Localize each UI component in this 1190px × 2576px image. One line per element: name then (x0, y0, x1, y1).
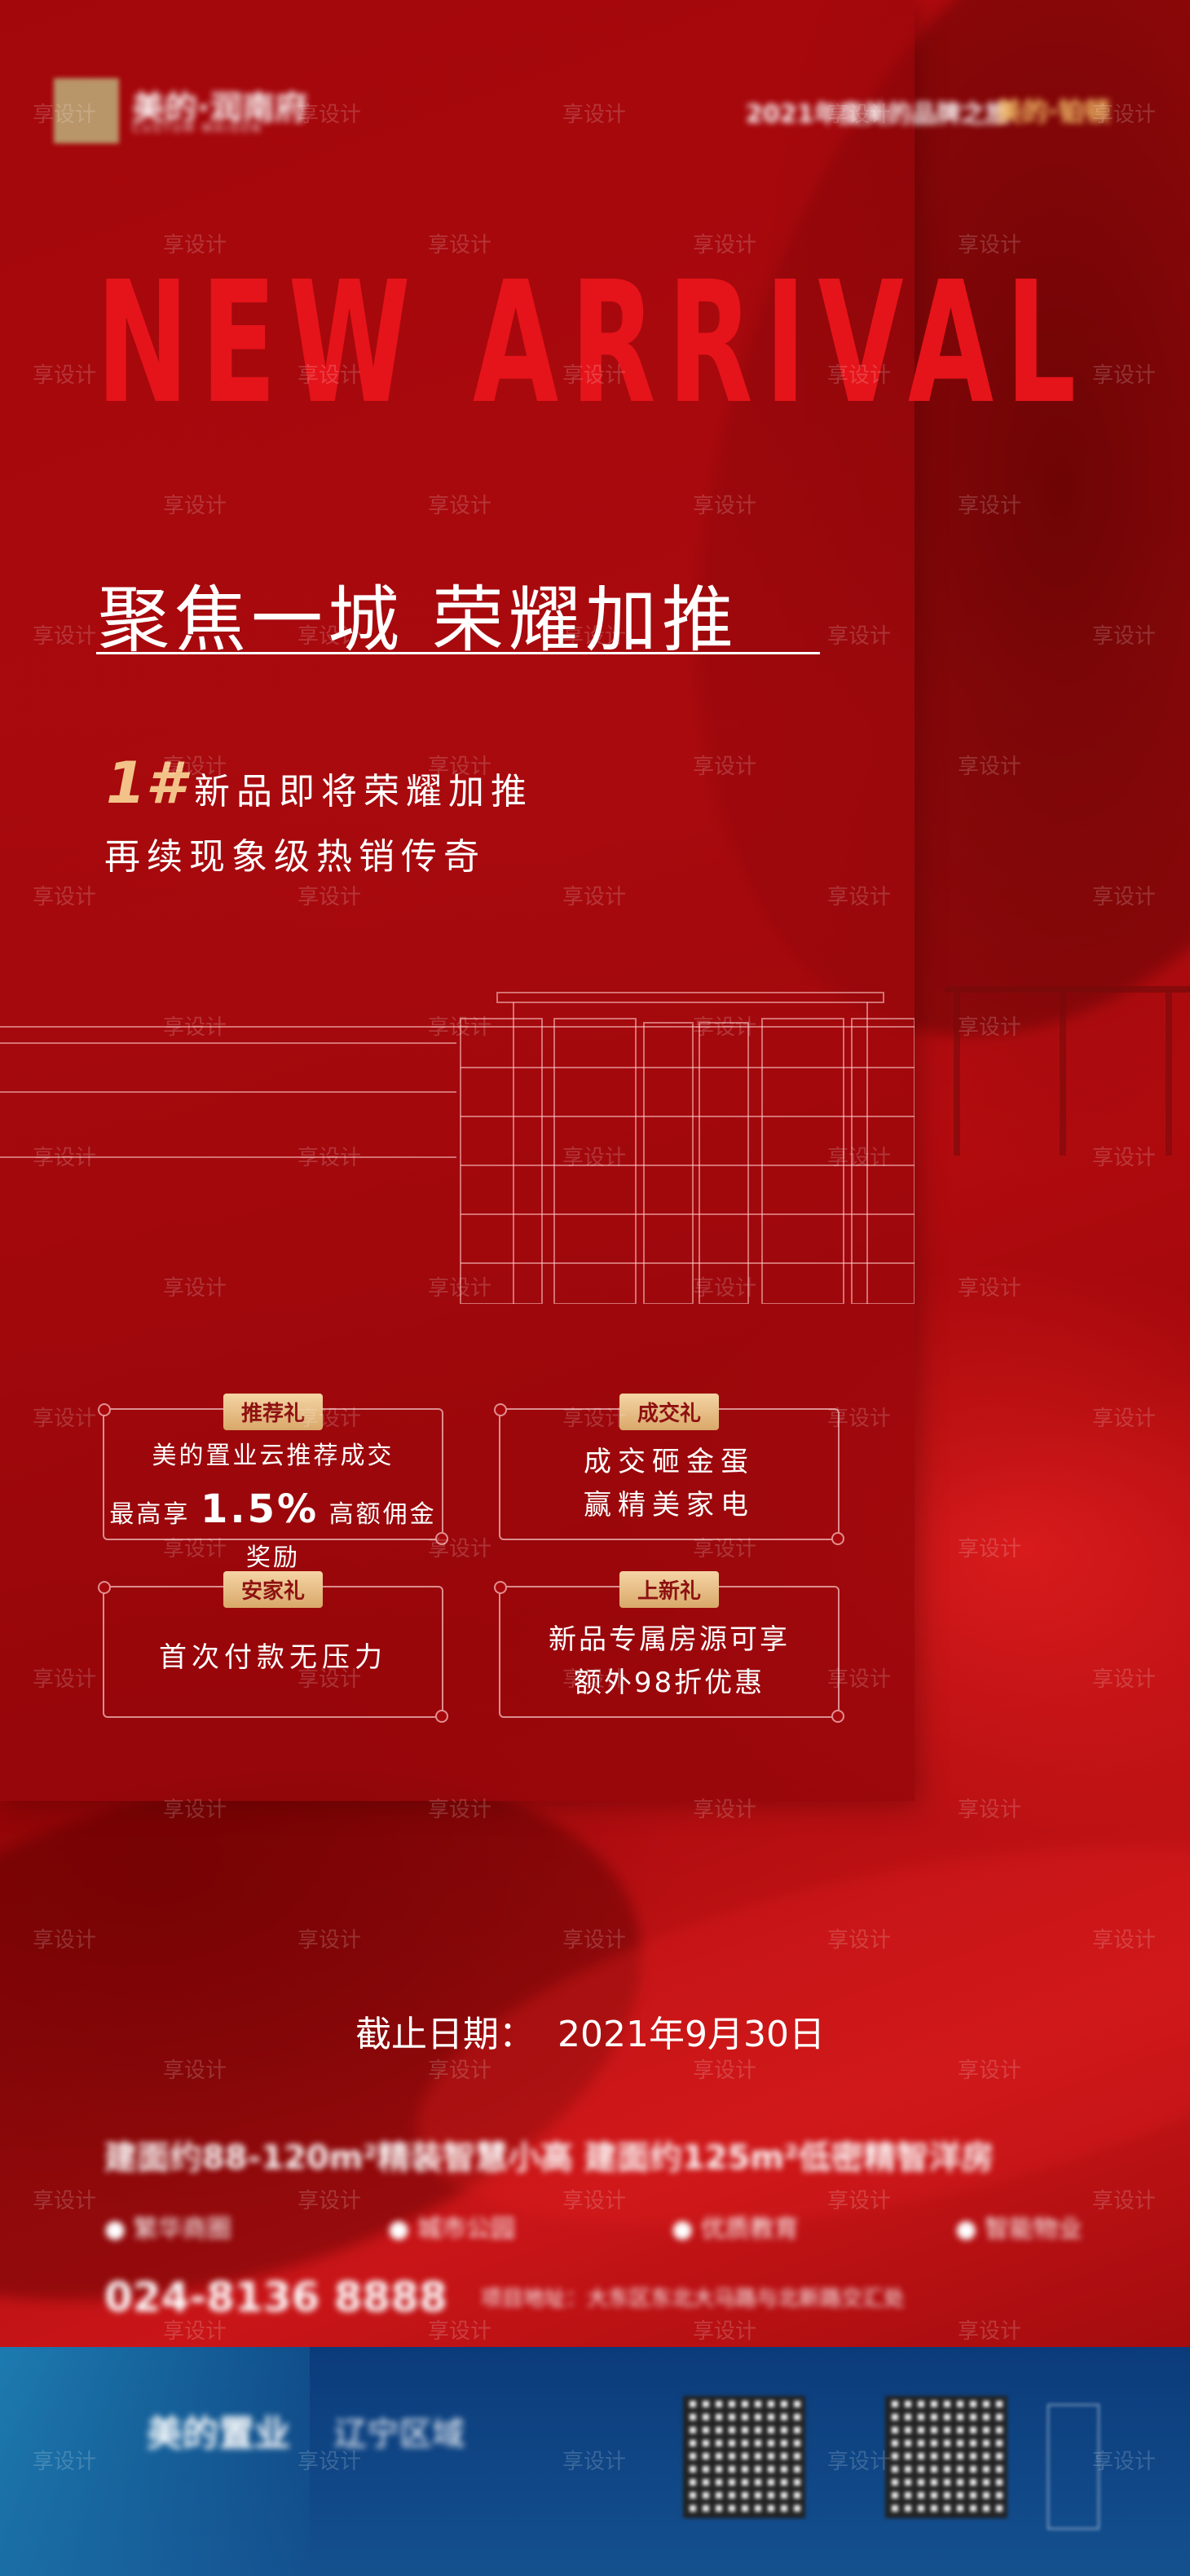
card-line-1: 新品专属房源可享 (549, 1623, 790, 1656)
brand-subtitle: CUSTOM MAISON (132, 122, 263, 135)
card-tag: 上新礼 (619, 1571, 720, 1608)
headline: NEW ARRIVAL (96, 245, 1088, 441)
card-line-2: 赢精美家电 (584, 1488, 755, 1521)
content-panel (0, 0, 915, 1801)
deadline-value: 2021年9月30日 (558, 2014, 825, 2055)
brand-logo-icon (54, 78, 119, 143)
feature-item: ● 城市公园 (388, 2208, 515, 2244)
card-line-1: 首次付款无压力 (159, 1641, 387, 1674)
watermark-text: 享设计 (693, 2319, 757, 2344)
footer-address: 项目地址：大东区东北大马路与北新路交汇处 (481, 2287, 906, 2311)
footer-accent (0, 2347, 310, 2576)
feature-label: 智能物业 (984, 2215, 1082, 2244)
footer-brand: 美的置业 (147, 2413, 290, 2455)
feature-label: 优质教育 (700, 2215, 799, 2244)
qr-code-icon (683, 2396, 805, 2518)
watermark-text: 享设计 (1092, 2189, 1157, 2213)
subtitle: 聚焦一城 荣耀加推 (98, 578, 738, 662)
feature-label: 城市公园 (416, 2215, 515, 2244)
gift-card-new: 上新礼 新品专属房源可享 额外98折优惠 (494, 1571, 844, 1723)
card-tag: 推荐礼 (223, 1394, 324, 1430)
building-number: 1# (106, 750, 186, 817)
footer-region: 辽宁区域 (334, 2415, 465, 2453)
footer-products: 建面约88-120m²精装智慧小高 建面约125m²低密精智洋房 (104, 2139, 994, 2177)
footer-strip: 美的置业 辽宁区域 (0, 2347, 1190, 2576)
building-line-art (0, 992, 915, 1304)
building-silhouette-right (945, 986, 1190, 1156)
gift-card-home: 安家礼 首次付款无压力 (98, 1571, 448, 1723)
card-line-2: 最高享 1.5% 高额佣金奖励 (104, 1479, 442, 1578)
feature-item: ● 优质教育 (672, 2208, 799, 2244)
subtitle-underline (96, 652, 820, 654)
card-line-2: 额外98折优惠 (573, 1666, 765, 1699)
watermark-text: 享设计 (958, 2319, 1022, 2344)
watermark-text: 享设计 (958, 1798, 1022, 1822)
intro-line-1: 新品即将荣耀加推 (194, 771, 533, 812)
card-line-1: 成交砸金蛋 (584, 1446, 755, 1478)
deadline-label: 截止日期： (355, 2014, 535, 2055)
card-tag: 安家礼 (223, 1571, 324, 1608)
feature-icon: ● (672, 2215, 694, 2244)
card-line-2-suffix: 高额佣金奖励 (246, 1499, 437, 1572)
feature-item: ● 繁华商圈 (104, 2208, 231, 2244)
gift-card-referral: 推荐礼 美的置业云推荐成交 最高享 1.5% 高额佣金奖励 (98, 1394, 448, 1572)
card-line-2-prefix: 最高享 (109, 1499, 191, 1529)
header-badge: 美的·铂顿 (996, 96, 1111, 127)
watermark-text: 享设计 (958, 1537, 1022, 1561)
feature-item: ● 智能物业 (955, 2208, 1082, 2244)
brand-name: 美的·润南府 (132, 90, 308, 127)
card-tag: 成交礼 (619, 1394, 720, 1430)
feature-icon: ● (388, 2215, 410, 2244)
watermark-text: 享设计 (958, 1276, 1022, 1301)
header-campaign-text: 2021年度美的品牌之旅 (746, 100, 1010, 129)
gift-card-deal: 成交礼 成交砸金蛋 赢精美家电 (494, 1394, 844, 1545)
card-line-1: 美的置业云推荐成交 (152, 1442, 394, 1470)
watermark-text: 享设计 (1092, 1407, 1157, 1431)
feature-label: 繁华商圈 (133, 2215, 231, 2244)
footer-features: ● 繁华商圈 ● 城市公园 ● 优质教育 ● 智能物业 (104, 2208, 1082, 2244)
intro-line-2: 再续现象级热销传奇 (104, 836, 486, 878)
watermark-text: 享设计 (1092, 1667, 1157, 1692)
qr-code-icon (885, 2396, 1007, 2518)
feature-icon: ● (955, 2215, 977, 2244)
footer-side-box (1047, 2404, 1100, 2530)
footer-phone: 024-8136 8888 (104, 2274, 447, 2321)
feature-icon: ● (104, 2215, 126, 2244)
commission-rate: 1.5% (200, 1486, 320, 1532)
